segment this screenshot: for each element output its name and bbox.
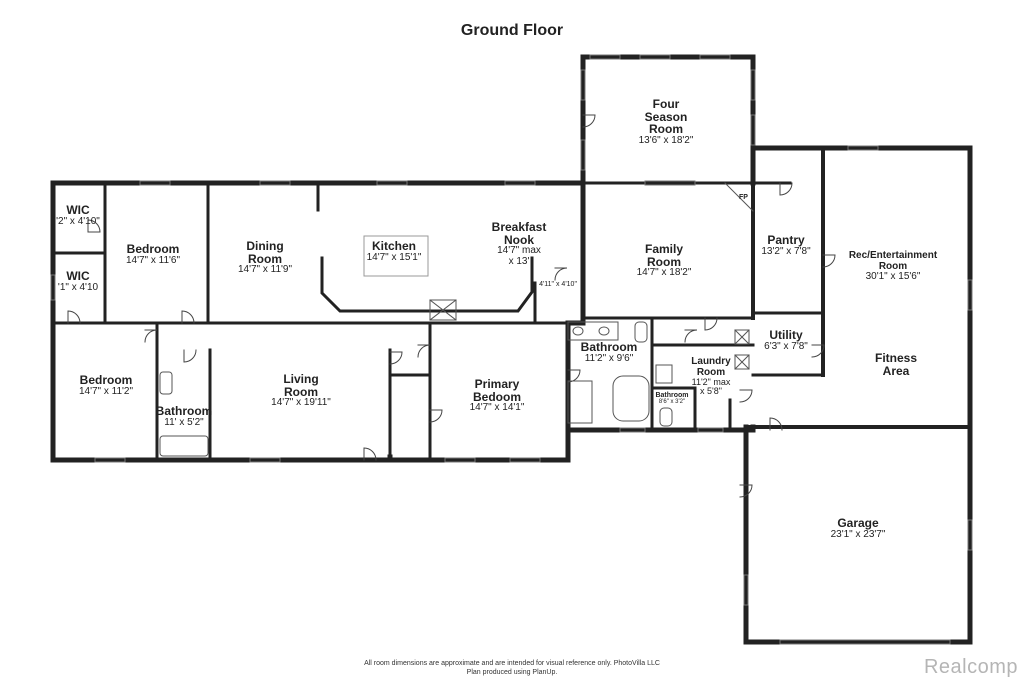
wic-bottom-label: WIC '1" x 4'10: [57, 269, 99, 293]
exterior-wall-four-season: [580, 54, 756, 186]
bedroom-top-label: Bedroom 14'7" x 11'6": [125, 242, 181, 266]
washer: [734, 329, 750, 345]
toilet-left: [159, 371, 173, 395]
fireplace-line: [724, 182, 754, 212]
kitchen-island: [320, 256, 534, 313]
tub-left: [159, 435, 209, 457]
toilet-main: [634, 321, 648, 343]
primary-bedroom-label: Primary Bedoom 14'7" x 14'1": [469, 377, 525, 414]
exterior-wall-garage: [743, 424, 973, 645]
brand-watermark: Realcomp: [923, 656, 1018, 678]
rec-room-label: Rec/Entertainment Room 30'1" x 15'6": [848, 250, 938, 282]
breakfast-nook-label: Breakfast Nook 14'7" max x 13': [491, 220, 547, 267]
utility-label: Utility 6'3" x 7'8": [764, 328, 808, 352]
disclaimer-line-1: All room dimensions are approximate and …: [364, 660, 660, 667]
kitchen-island-box: [363, 235, 429, 277]
skylight: [429, 299, 457, 321]
kitchen-label: Kitchen 14'7" x 15'1": [366, 239, 422, 263]
dining-room-label: Dining Room 14'7" x 11'9": [237, 239, 293, 276]
living-room-label: Living Room 14'7" x 19'11": [271, 372, 331, 409]
wic-top-label: WIC '2" x 4'10": [56, 203, 100, 227]
bedroom-left-label: Bedroom 14'7" x 11'2": [78, 373, 134, 397]
sink-small: [655, 364, 673, 384]
fireplace-label: FP: [739, 194, 748, 201]
garage-label: Garage 23'1" x 23'7": [830, 516, 886, 540]
shower-main: [567, 380, 593, 424]
bathroom-left-label: Bathroom 11' x 5'2": [155, 404, 213, 428]
pantry-label: Pantry 13'2" x 7'8": [761, 233, 811, 257]
fitness-area-label: Fitness Area: [874, 351, 918, 378]
dryer: [734, 354, 750, 370]
exterior-wall-south-living: [387, 427, 571, 463]
vanity-main: [567, 321, 619, 341]
bathroom-main-label: Bathroom 11'2" x 9'6": [580, 340, 638, 364]
bathroom-small-label: Bathroom 8'6" x 3'2": [655, 392, 689, 406]
tub-main: [612, 375, 650, 422]
toilet-small: [659, 407, 673, 427]
family-room-label: Family Room 14'7" x 18'2": [636, 242, 692, 279]
four-season-room-label: Four Season Room 13'6" x 18'2": [638, 97, 694, 146]
disclaimer-line-2: Plan produced using PlanUp.: [466, 668, 558, 676]
closet-small-label: 4'11" x 4'10": [539, 281, 577, 288]
exterior-wall-east: [750, 145, 973, 430]
plan-title: Ground Floor: [460, 22, 564, 39]
laundry-room-label: Laundry Room 11'2" max x 5'8": [691, 356, 731, 397]
disclaimer: All room dimensions are approximate and …: [0, 660, 1024, 678]
